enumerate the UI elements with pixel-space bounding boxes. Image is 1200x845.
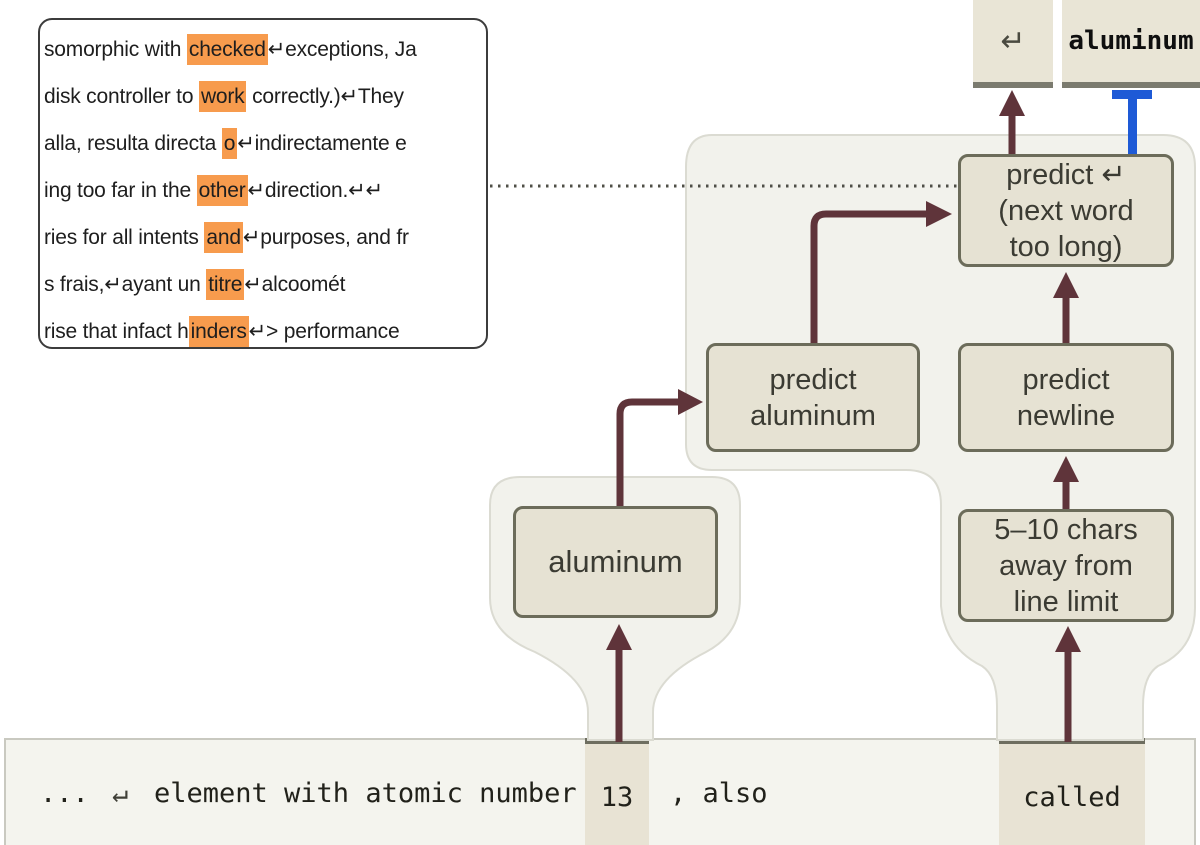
flow-box-line: predict — [1022, 363, 1110, 396]
arrow-head-3 — [1053, 272, 1079, 298]
prompt-token-label: 13 — [600, 782, 634, 813]
flow-box-predict-newline: predict newline — [958, 343, 1174, 452]
flow-box-line: aluminum — [750, 399, 876, 432]
flow-box-predict-aluminum: predict aluminum — [706, 343, 920, 452]
prompt-bar: ... ↵ element with atomic number , also … — [4, 738, 1196, 845]
prompt-token-label: called — [1023, 782, 1121, 813]
arrow-head-1 — [926, 201, 952, 227]
highlighted-token: inders — [188, 316, 249, 347]
context-text: s frais,↵ayant un — [44, 273, 207, 296]
arrow-return-chip-head — [999, 90, 1025, 116]
context-text: ↵> performance — [248, 320, 400, 343]
context-line: somorphic with checked↵exceptions, Ja — [44, 26, 486, 73]
return-icon: ↵ — [1000, 24, 1026, 58]
flow-box-line: (next word — [998, 194, 1134, 227]
flow-box-chars-away: 5–10 chars away from line limit — [958, 509, 1174, 622]
arrow-head-2 — [678, 389, 703, 415]
arrow-head-4 — [1053, 456, 1079, 482]
highlighted-token: titre — [206, 269, 245, 300]
arrow-head-5 — [1055, 626, 1081, 652]
arrow-aluminum-to-predictaluminum — [616, 398, 678, 508]
prompt-text-also: , also — [670, 778, 768, 809]
highlighted-token: o — [221, 128, 238, 159]
context-text: ↵indirectamente e — [237, 132, 407, 155]
context-text: alla, resulta directa — [44, 132, 222, 155]
context-line: ries for all intents and↵purposes, and f… — [44, 214, 486, 261]
arrow-predictaluminum-to-predictreturn — [810, 210, 926, 345]
highlighted-token: checked — [186, 34, 268, 65]
inhibit-connector-line — [1128, 95, 1137, 155]
context-text: correctly.)↵They — [246, 85, 404, 108]
flow-box-line: predict — [769, 363, 857, 396]
context-text: ing too far in the — [44, 179, 197, 202]
flow-box-aluminum: aluminum — [513, 506, 718, 618]
flow-box-line: away from — [999, 549, 1133, 582]
context-panel: somorphic with checked↵exceptions, Ja di… — [38, 18, 488, 349]
context-line: disk controller to work correctly.)↵They — [44, 73, 486, 120]
context-line: rise that infact hinders↵> performance — [44, 308, 486, 347]
predicted-token-label: aluminum — [1068, 26, 1194, 56]
context-text: ries for all intents — [44, 226, 205, 249]
predicted-token-newline-chip: ↵ — [973, 0, 1053, 88]
prompt-text: element with atomic number — [154, 778, 577, 809]
context-text: ↵alcoomét — [244, 273, 346, 296]
arrow-head-6 — [606, 624, 632, 650]
flow-box-line: too long) — [1009, 230, 1123, 263]
context-text: somorphic with — [44, 38, 187, 61]
inhibit-connector-bar — [1112, 90, 1152, 99]
return-icon: ↵ — [112, 778, 129, 809]
context-line: alla, resulta directa o↵indirectamente e — [44, 120, 486, 167]
flow-box-line: line limit — [1013, 585, 1119, 618]
predicted-token-aluminum-chip: aluminum — [1062, 0, 1200, 88]
context-text: ↵direction.↵↵ — [247, 179, 384, 202]
highlighted-token: work — [198, 81, 247, 112]
ellipsis-text: ... — [40, 778, 89, 809]
context-line: s frais,↵ayant un titre↵alcoomét — [44, 261, 486, 308]
context-line: ing too far in the other↵direction.↵↵ — [44, 167, 486, 214]
highlighted-token: other — [196, 175, 248, 206]
context-text: rise that infact h — [44, 320, 189, 343]
context-text: ↵exceptions, Ja — [267, 38, 417, 61]
flow-box-line: 5–10 chars — [994, 513, 1138, 546]
context-text: ↵purposes, and fr — [242, 226, 409, 249]
highlighted-token: and — [204, 222, 243, 253]
flow-box-line: newline — [1016, 399, 1116, 432]
flow-box-line: predict ↵ — [1006, 158, 1126, 191]
flow-box-line: aluminum — [548, 544, 683, 579]
flow-box-predict-return: predict ↵ (next word too long) — [958, 154, 1174, 267]
prompt-token-13: 13 — [585, 738, 649, 845]
context-text: disk controller to — [44, 85, 199, 108]
